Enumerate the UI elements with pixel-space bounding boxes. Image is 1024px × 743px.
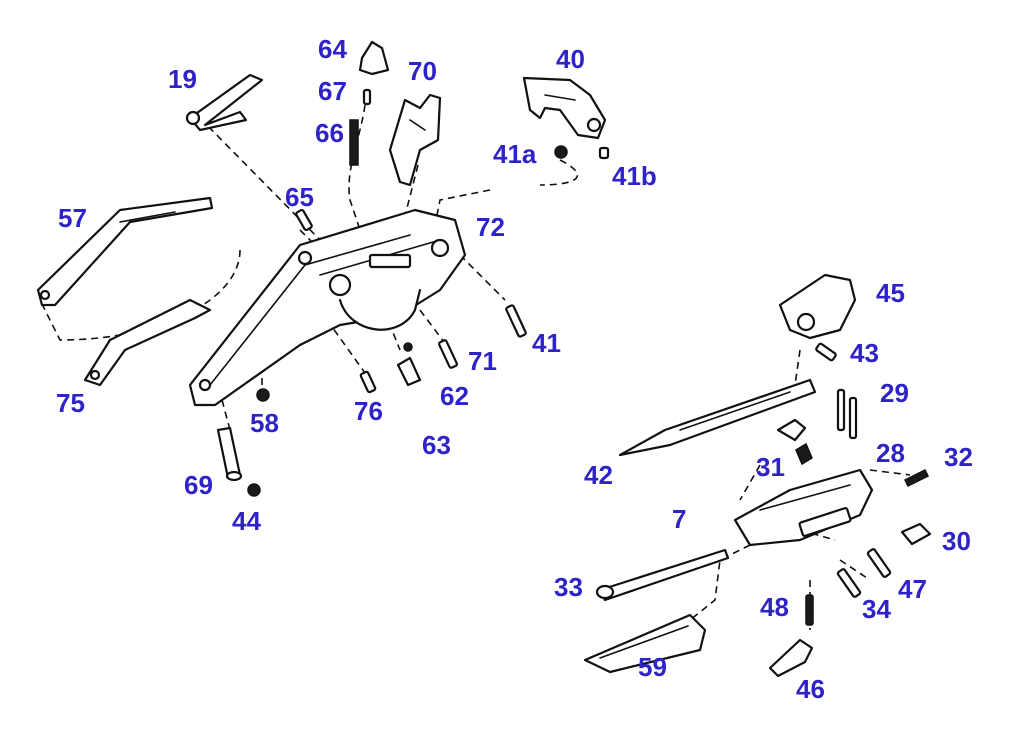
callout-30: 30 — [942, 526, 971, 556]
callout-46: 46 — [796, 674, 825, 704]
callout-66: 66 — [315, 118, 344, 148]
part-64-block — [358, 40, 390, 76]
callout-75: 75 — [56, 388, 85, 418]
callout-65: 65 — [285, 182, 314, 212]
part-19-lever — [185, 73, 264, 132]
part-62-ball — [403, 342, 413, 352]
callout-64: 64 — [318, 34, 347, 64]
callout-31: 31 — [756, 452, 785, 482]
callout-62: 62 — [440, 381, 469, 411]
part-46-catch — [768, 638, 814, 678]
callout-41b: 41b — [612, 161, 657, 191]
callout-48: 48 — [760, 592, 789, 622]
part-7-bolt-body — [733, 468, 874, 547]
part-58-screw — [256, 388, 270, 402]
part-65-pin — [295, 208, 313, 232]
part-66-spring — [349, 119, 359, 166]
part-70-sear — [388, 93, 442, 187]
callout-34: 34 — [862, 594, 891, 624]
callout-69: 69 — [184, 470, 213, 500]
callout-76: 76 — [354, 396, 383, 426]
part-59-bolt-cover — [583, 613, 707, 674]
callout-47: 47 — [898, 574, 927, 604]
part-31-spring — [795, 442, 813, 466]
callout-32: 32 — [944, 442, 973, 472]
part-28-extractor — [776, 418, 807, 442]
part-41a-screw — [554, 145, 568, 159]
part-41-pin — [505, 304, 527, 338]
callout-70: 70 — [408, 56, 437, 86]
part-32-spring — [903, 468, 930, 488]
part-40-hammer — [522, 76, 607, 140]
part-29-rods — [836, 388, 858, 440]
callout-44: 44 — [232, 506, 261, 536]
callout-33: 33 — [554, 572, 583, 602]
part-76-pin — [359, 370, 377, 394]
callout-72: 72 — [476, 212, 505, 242]
part-34-pin — [836, 568, 862, 598]
callout-42: 42 — [584, 460, 613, 490]
callout-19: 19 — [168, 64, 197, 94]
callout-59: 59 — [638, 652, 667, 682]
part-42-firing-pin — [618, 378, 817, 457]
part-45-bolt-head — [778, 273, 857, 340]
part-57-spring-arm — [36, 196, 214, 307]
part-72-trigger-guard-frame — [188, 208, 467, 407]
callout-67: 67 — [318, 76, 347, 106]
part-69-pin — [216, 426, 243, 482]
callout-7: 7 — [672, 504, 686, 534]
part-30-latch — [900, 522, 932, 546]
callout-57: 57 — [58, 203, 87, 233]
callout-29: 29 — [880, 378, 909, 408]
callout-71: 71 — [468, 346, 497, 376]
part-75-spring — [83, 298, 212, 387]
callout-63: 63 — [422, 430, 451, 460]
part-41b-pin — [598, 146, 610, 160]
part-43-pin — [815, 342, 837, 362]
callout-28: 28 — [876, 438, 905, 468]
part-47-pin — [866, 548, 892, 578]
callout-43: 43 — [850, 338, 879, 368]
part-48-spring — [805, 594, 814, 626]
callout-labels: 19 64 67 66 70 40 41a 41b 57 65 72 75 58… — [56, 34, 973, 704]
callout-40: 40 — [556, 44, 585, 74]
part-67-pin — [362, 88, 372, 106]
part-71-pin — [438, 339, 458, 369]
part-44-screw — [247, 483, 261, 497]
callout-41: 41 — [532, 328, 561, 358]
part-63-plunger — [396, 356, 422, 387]
callout-41a: 41a — [493, 139, 537, 169]
callout-45: 45 — [876, 278, 905, 308]
part-33-rod — [595, 548, 730, 602]
callout-58: 58 — [250, 408, 279, 438]
